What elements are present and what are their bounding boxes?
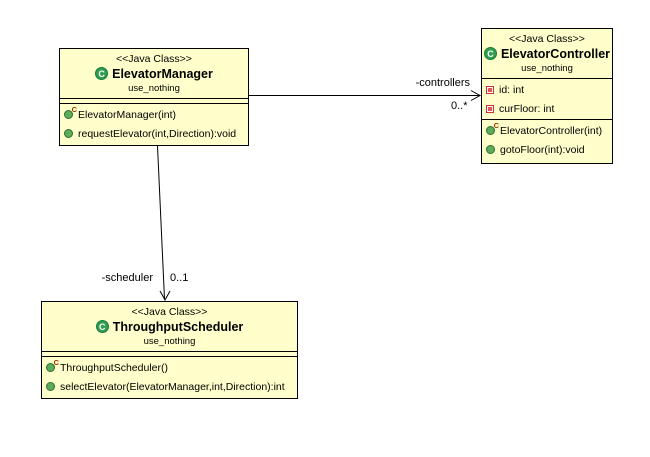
class-icon-letter: C — [98, 68, 105, 79]
class-name: ElevatorManager — [112, 66, 213, 81]
class-box-elevatormanager[interactable]: <<Java Class>> C ElevatorManager use_not… — [59, 48, 249, 146]
class-stereotype: <<Java Class>> — [131, 306, 208, 318]
association-controllers-connector[interactable] — [249, 90, 482, 101]
empty-fields-compartment — [42, 351, 297, 356]
field-label: curFloor: int — [499, 102, 555, 115]
class-header: <<Java Class>> C ElevatorManager use_not… — [60, 49, 248, 98]
method-label: ThroughputScheduler() — [60, 361, 168, 374]
class-stereotype: <<Java Class>> — [116, 53, 192, 65]
methods-compartment: C ElevatorController(int) gotoFloor(int)… — [482, 119, 612, 159]
class-icon-letter: C — [98, 321, 106, 332]
fields-compartment: id: int curFloor: int — [482, 78, 612, 119]
association-multiplicity-label[interactable]: 0..* — [451, 100, 468, 112]
method-row[interactable]: C ElevatorController(int) — [482, 121, 612, 140]
method-row[interactable]: requestElevator(int,Direction):void — [60, 124, 248, 143]
method-row[interactable]: C ThroughputScheduler() — [42, 358, 297, 377]
association-multiplicity-label[interactable]: 0..1 — [170, 272, 189, 284]
method-row[interactable]: C ElevatorManager(int) — [60, 105, 248, 124]
method-label: selectElevator(ElevatorManager,int,Direc… — [60, 380, 285, 393]
class-subtitle: use_nothing — [143, 336, 196, 347]
open-arrowhead-icon — [470, 90, 482, 101]
public-method-icon — [486, 145, 495, 154]
association-name-label[interactable]: -scheduler — [101, 272, 153, 284]
class-subtitle: use_nothing — [128, 83, 180, 94]
constructor-icon: C — [64, 105, 77, 119]
public-method-icon — [64, 129, 73, 138]
constructor-mark: C — [71, 105, 77, 114]
field-row[interactable]: id: int — [482, 80, 612, 99]
class-icon: C — [95, 320, 109, 333]
methods-compartment: C ThroughputScheduler() selectElevator(E… — [42, 356, 297, 396]
class-name: ElevatorController — [500, 46, 611, 61]
class-icon: C — [483, 47, 497, 60]
method-label: ElevatorController(int) — [500, 124, 603, 137]
class-subtitle: use_nothing — [521, 63, 573, 74]
class-header: <<Java Class>> C ElevatorController use_… — [482, 29, 612, 78]
private-field-icon — [486, 85, 494, 94]
empty-fields-compartment — [60, 98, 248, 103]
constructor-mark: C — [53, 358, 59, 367]
association-scheduler-connector[interactable] — [157, 145, 171, 302]
private-field-icon — [486, 104, 494, 113]
field-label: id: int — [499, 83, 525, 96]
class-icon-letter: C — [487, 48, 494, 59]
field-row[interactable]: curFloor: int — [482, 99, 612, 118]
class-header: <<Java Class>> C ThroughputScheduler use… — [42, 302, 297, 351]
method-label: gotoFloor(int):void — [500, 143, 585, 156]
open-arrowhead-icon — [159, 290, 171, 302]
class-stereotype: <<Java Class>> — [509, 33, 585, 45]
methods-compartment: C ElevatorManager(int) requestElevator(i… — [60, 103, 248, 143]
class-icon: C — [95, 67, 109, 80]
constructor-icon: C — [486, 121, 499, 135]
constructor-mark: C — [493, 121, 499, 130]
class-box-throughputscheduler[interactable]: <<Java Class>> C ThroughputScheduler use… — [41, 301, 298, 399]
public-method-icon — [46, 382, 55, 391]
association-name-label[interactable]: -controllers — [415, 77, 470, 89]
method-label: requestElevator(int,Direction):void — [78, 127, 237, 140]
association-line[interactable] — [157, 145, 165, 300]
method-row[interactable]: gotoFloor(int):void — [482, 140, 612, 159]
constructor-icon: C — [46, 358, 59, 372]
method-row[interactable]: selectElevator(ElevatorManager,int,Direc… — [42, 377, 297, 396]
class-box-elevatorcontroller[interactable]: <<Java Class>> C ElevatorController use_… — [481, 28, 613, 164]
method-label: ElevatorManager(int) — [78, 108, 177, 121]
class-name: ThroughputScheduler — [112, 319, 244, 334]
